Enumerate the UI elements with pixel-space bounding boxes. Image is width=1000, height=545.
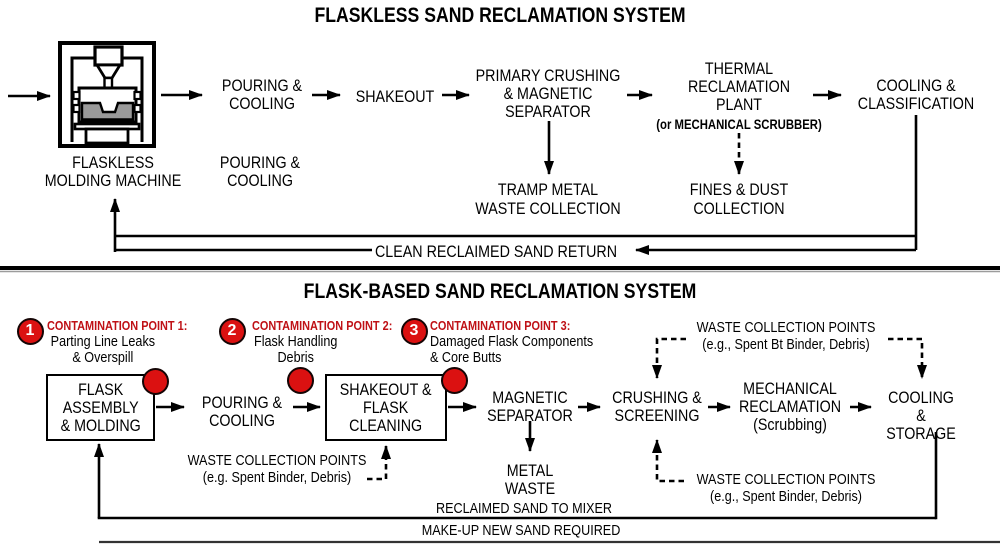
waste-points-top-right: WASTE COLLECTION POINTS (e.g., Spent Bt … [696,319,876,353]
step-thermal-alt: (or MECHANICAL SCRUBBER) [656,117,822,132]
dashed-arrow-waste-from-crushing [652,439,684,483]
waste-points-left: WASTE COLLECTION POINTS (e.g. Spent Bind… [187,452,367,486]
contamination-title-1: CONTAMINATION POINT 1: [47,318,188,333]
step-primary-crushing: PRIMARY CRUSHING & MAGNETIC SEPARATOR [475,66,621,121]
step-shakeout-cleaning-box: SHAKEOUT & FLASK CLEANING [325,374,447,441]
step-flask-assembly-box: FLASK ASSEMBLY & MOLDING [46,374,155,441]
section-divider [0,266,1000,273]
makeup-sand-label: MAKE-UP NEW SAND REQUIRED [421,522,621,539]
contamination-title-2: CONTAMINATION POINT 2: [252,318,393,333]
step-crushing-screening: CRUSHING & SCREENING [612,388,702,425]
contamination-badge-3: 3 [400,317,428,345]
contamination-marker-2-icon [286,366,314,394]
output-metal-waste: METAL WASTE [504,461,556,498]
step-magnetic-separator: MAGNETIC SEPARATOR [487,388,573,425]
step-shakeout-cleaning-label: SHAKEOUT & FLASK CLEANING [340,379,432,435]
contamination-badge-2: 2 [218,317,246,345]
contamination-badge-2-number: 2 [227,322,237,339]
dashed-arrow-waste-to-crushing [652,337,686,379]
contamination-desc-1: Parting Line Leaks & Overspill [50,333,156,366]
contamination-desc-3: Damaged Flask Components & Core Butts [430,333,594,366]
flaskless-system-title: FLASKLESS SAND RECLAMATION SYSTEM [314,4,686,27]
dashed-arrow-waste-left [367,445,391,481]
step-pouring-cooling: POURING & COOLING [221,76,303,113]
flask-based-system-title: FLASK-BASED SAND RECLAMATION SYSTEM [303,280,697,303]
step-thermal-plant: THERMAL RECLAMATION PLANT [687,59,791,114]
contamination-title-3: CONTAMINATION POINT 3: [430,318,571,333]
waste-points-bottom-right: WASTE COLLECTION POINTS (e.g., Spent Bin… [696,471,876,505]
machine-caption: FLASKLESS MOLDING MACHINE [44,153,182,190]
contamination-desc-2: Flask Handling Debris [254,333,338,366]
contamination-badge-1: 1 [16,317,44,345]
step-cooling-storage: COOLING & STORAGE [886,388,956,443]
dashed-arrow-waste-to-cooling [888,337,927,379]
contamination-marker-1-icon [141,367,169,395]
contamination-badge-1-number: 1 [25,322,35,339]
output-fines-dust: FINES & DUST COLLECTION [689,180,789,218]
step-cooling-classification: COOLING & CLASSIFICATION [857,76,975,113]
flaskless-molding-machine-icon [58,41,156,148]
step-mechanical-reclamation: MECHANICAL RECLAMATION (Scrubbing) [738,379,842,434]
step-flask-assembly-label: FLASK ASSEMBLY & MOLDING [60,379,141,435]
reclaimed-sand-label: RECLAIMED SAND TO MIXER [436,500,612,517]
step-shakeout: SHAKEOUT [355,87,435,106]
step-pouring-cooling-row2: POURING & COOLING [219,153,301,190]
output-tramp-metal: TRAMP METAL WASTE COLLECTION [475,180,621,218]
contamination-marker-3-icon [440,366,468,394]
contamination-badge-3-number: 3 [409,322,419,339]
clean-sand-return-label: CLEAN RECLAIMED SAND RETURN [374,242,618,261]
step-pouring-cooling-bottom: POURING & COOLING [201,393,283,430]
